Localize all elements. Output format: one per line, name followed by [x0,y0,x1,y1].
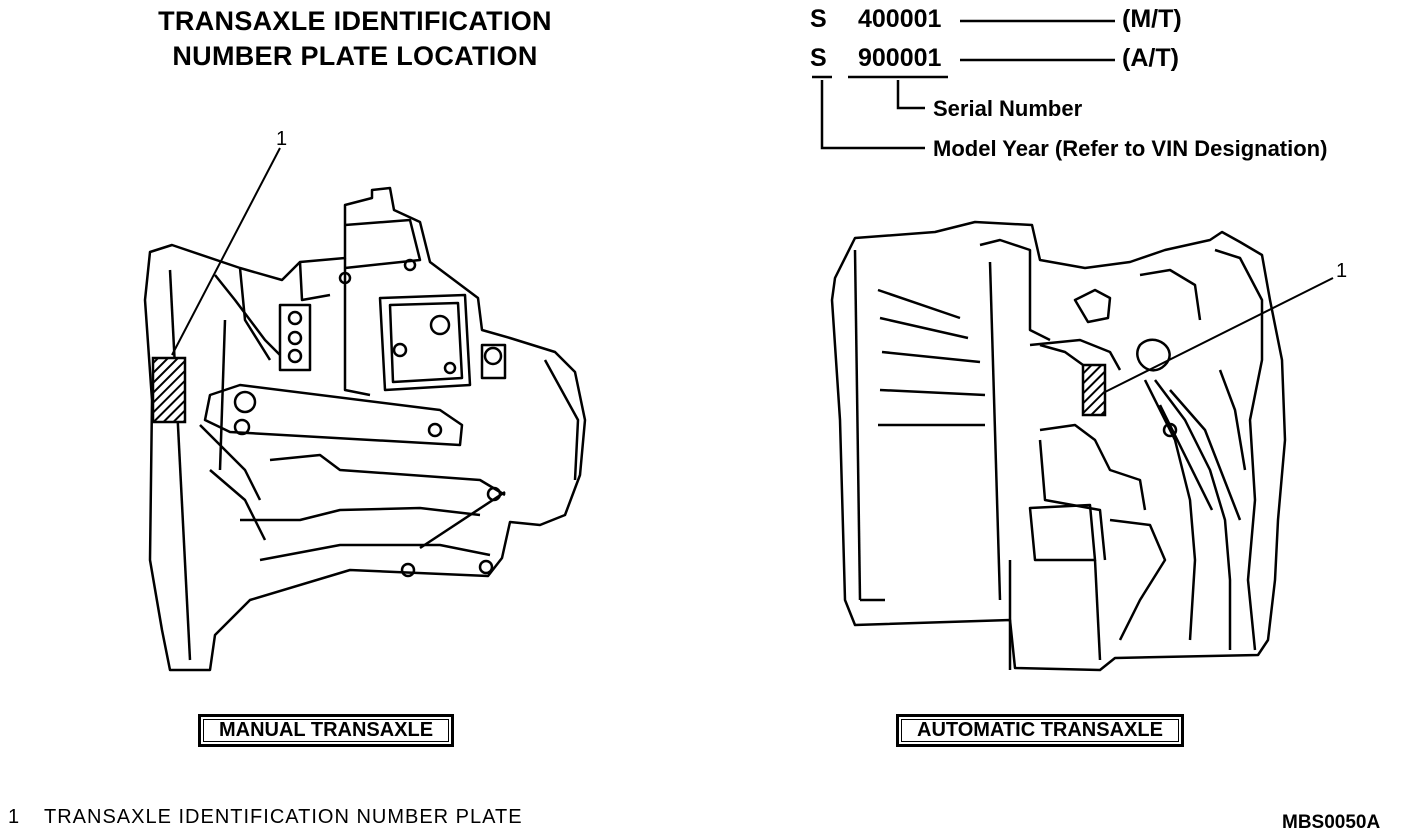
model-year-leader [820,80,925,150]
manual-callout-leader [171,147,281,356]
footnote-number: 1 [8,806,21,828]
title-line-2: NUMBER PLATE LOCATION [172,41,538,71]
code-number-mt: 400001 [858,5,942,33]
title-line-1: TRANSAXLE IDENTIFICATION [158,6,552,36]
automatic-transaxle-drawing [830,220,1287,672]
serial-leader [896,80,925,110]
manual-id-plate [151,356,187,424]
legend-model-year: Model Year (Refer to VIN Designation) [933,136,1328,161]
figure-id: MBS0050A [1282,812,1381,833]
code-type-mt: (M/T) [1122,5,1182,33]
manual-transaxle-label: MANUAL TRANSAXLE [198,714,455,747]
code-type-at: (A/T) [1122,44,1179,72]
manual-transaxle-drawing [143,186,587,672]
automatic-callout-number: 1 [1336,260,1348,282]
automatic-callout-leader [1104,277,1334,393]
page-title: TRANSAXLE IDENTIFICATION NUMBER PLATE LO… [0,4,710,74]
footnote-text: TRANSAXLE IDENTIFICATION NUMBER PLATE [44,806,523,828]
automatic-id-plate [1081,363,1107,417]
code-prefix-mt: S [810,5,827,33]
code-number-at: 900001 [858,44,942,72]
legend-serial-number: Serial Number [933,96,1083,121]
code-prefix-at: S [810,44,827,72]
automatic-transaxle-label: AUTOMATIC TRANSAXLE [896,714,1184,747]
manual-callout-number: 1 [276,128,288,150]
code-connector-lines [812,19,1115,150]
